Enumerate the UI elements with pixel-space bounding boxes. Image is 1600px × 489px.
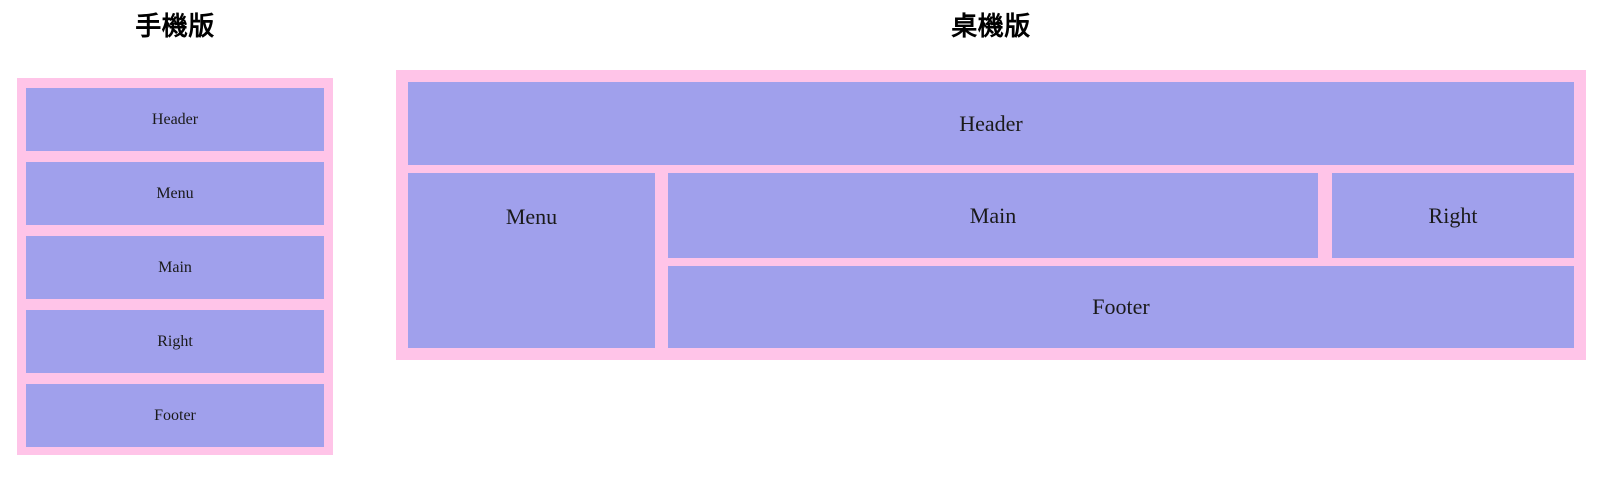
mobile-layout-wireframe: Header Menu Main Right Footer bbox=[17, 78, 333, 455]
desktop-block-footer: Footer bbox=[668, 266, 1574, 348]
mobile-block-menu-label: Menu bbox=[156, 184, 194, 202]
mobile-block-header: Header bbox=[26, 88, 324, 151]
mobile-block-header-label: Header bbox=[151, 110, 199, 128]
mobile-block-main: Main bbox=[26, 236, 324, 299]
mobile-block-footer-label: Footer bbox=[154, 406, 196, 424]
mobile-block-footer: Footer bbox=[26, 384, 324, 447]
mobile-layout-heading: 手機版 bbox=[135, 12, 215, 42]
desktop-block-main: Main bbox=[668, 173, 1318, 258]
desktop-block-menu: Menu bbox=[408, 173, 655, 348]
mobile-block-main-label: Main bbox=[158, 258, 192, 276]
desktop-block-header-label: Header bbox=[959, 110, 1023, 136]
desktop-block-right: Right bbox=[1332, 173, 1574, 258]
desktop-layout-heading: 桌機版 bbox=[951, 12, 1031, 42]
desktop-block-menu-label: Menu bbox=[505, 204, 558, 229]
mobile-block-menu: Menu bbox=[26, 162, 324, 225]
desktop-block-main-label: Main bbox=[969, 202, 1017, 228]
desktop-layout-wireframe: Header Menu Main Right Footer bbox=[396, 70, 1586, 360]
desktop-block-header: Header bbox=[408, 82, 1574, 165]
mobile-block-right-label: Right bbox=[157, 332, 193, 350]
desktop-block-footer-label: Footer bbox=[1092, 294, 1150, 319]
desktop-block-right-label: Right bbox=[1428, 202, 1478, 228]
mobile-block-right: Right bbox=[26, 310, 324, 373]
